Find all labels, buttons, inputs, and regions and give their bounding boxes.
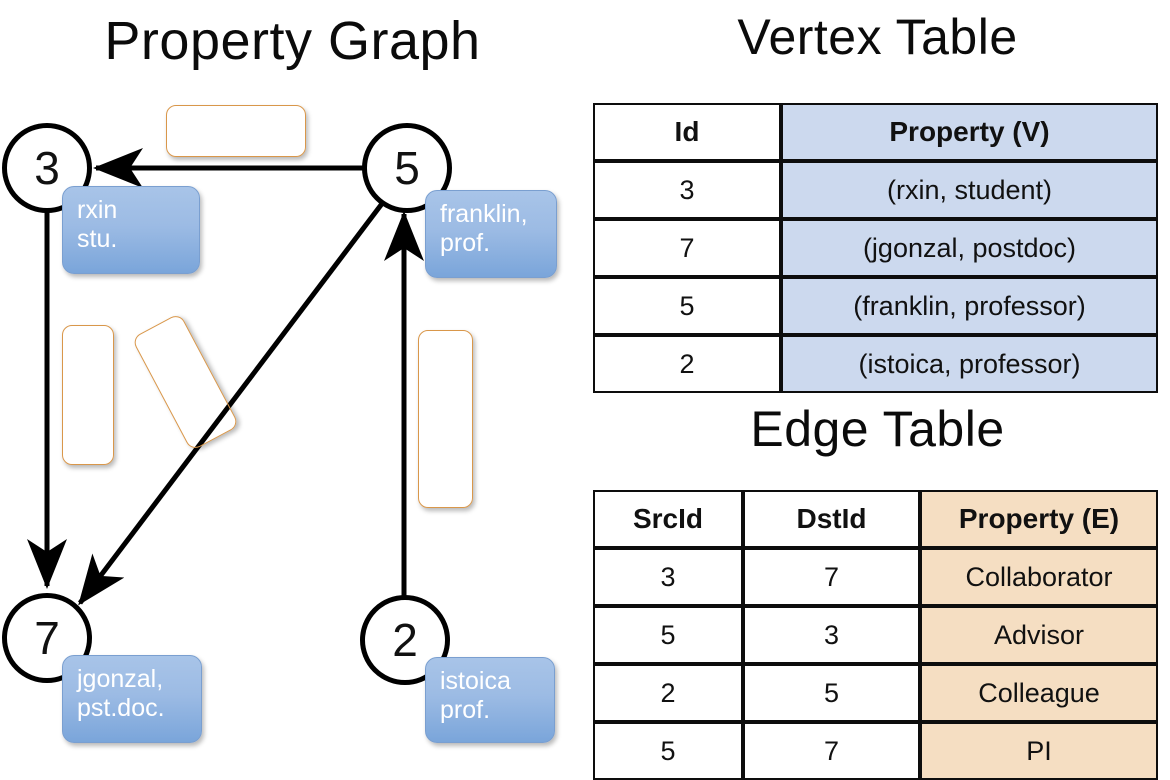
edge-row-3-dst: 7 — [743, 722, 920, 780]
table-row[interactable]: 5 7 PI — [593, 722, 1158, 780]
node-property-box-franklin[interactable]: franklin, prof. — [425, 190, 557, 278]
edge-row-2-property: Colleague — [920, 664, 1158, 722]
node-property-jgonzal-line2: pst.doc. — [77, 694, 165, 722]
graph-node-5[interactable]: 5 — [362, 123, 452, 213]
edge-table-header-row: SrcId DstId Property (E) — [593, 490, 1158, 548]
vertex-row-2-property: (franklin, professor) — [781, 277, 1158, 335]
vertex-row-2-id: 5 — [593, 277, 781, 335]
vertex-table-header-property: Property (V) — [781, 103, 1158, 161]
vertex-row-0-property: (rxin, student) — [781, 161, 1158, 219]
vertex-table-header-id: Id — [593, 103, 781, 161]
edge-label-advisor[interactable]: Advisor — [166, 105, 306, 157]
edge-label-collab[interactable]: Collab. — [62, 325, 114, 465]
edge-row-0-property: Collaborator — [920, 548, 1158, 606]
edge-row-2-src: 2 — [593, 664, 743, 722]
node-property-istoica-line2: prof. — [440, 696, 491, 724]
graph-node-7-label: 7 — [34, 612, 60, 664]
node-property-istoica-line1: istoica — [440, 667, 511, 695]
edge-table-header-dstid: DstId — [743, 490, 920, 548]
page-title-edge-table: Edge Table — [750, 401, 1005, 457]
edge-row-1-property: Advisor — [920, 606, 1158, 664]
edge-row-1-dst: 3 — [743, 606, 920, 664]
node-property-franklin-line2: prof. — [440, 229, 491, 257]
node-property-box-jgonzal[interactable]: jgonzal, pst.doc. — [62, 655, 202, 743]
edge-row-0-src: 3 — [593, 548, 743, 606]
node-property-franklin-line1: franklin, — [440, 200, 528, 228]
node-property-box-istoica[interactable]: istoica prof. — [425, 657, 555, 743]
property-graph-diagram: 3 5 7 2 rxin stu. franklin, prof. jgonza… — [0, 0, 585, 760]
edge-label-collab-text: Collab. — [73, 354, 104, 436]
edge-table: SrcId DstId Property (E) 3 7 Collaborato… — [593, 490, 1158, 780]
vertex-row-1-property: (jgonzal, postdoc) — [781, 219, 1158, 277]
edge-row-0-dst: 7 — [743, 548, 920, 606]
edge-row-3-property: PI — [920, 722, 1158, 780]
edge-label-colleague[interactable]: Colleague — [418, 330, 473, 508]
vertex-row-0-id: 3 — [593, 161, 781, 219]
table-row[interactable]: 2 5 Colleague — [593, 664, 1158, 722]
table-row[interactable]: 5 (franklin, professor) — [593, 277, 1158, 335]
table-row[interactable]: 3 7 Collaborator — [593, 548, 1158, 606]
table-row[interactable]: 3 (rxin, student) — [593, 161, 1158, 219]
edge-row-1-src: 5 — [593, 606, 743, 664]
edge-table-header-property: Property (E) — [920, 490, 1158, 548]
graph-node-5-label: 5 — [394, 142, 420, 194]
node-property-rxin-line1: rxin — [77, 196, 118, 224]
edge-row-3-src: 5 — [593, 722, 743, 780]
vertex-row-3-id: 2 — [593, 335, 781, 393]
page-title-property-graph: Property Graph — [104, 11, 481, 71]
vertex-row-3-property: (istoica, professor) — [781, 335, 1158, 393]
edge-label-pi-text: PI — [166, 363, 205, 400]
table-row[interactable]: 5 3 Advisor — [593, 606, 1158, 664]
table-row[interactable]: 2 (istoica, professor) — [593, 335, 1158, 393]
edge-label-colleague-text: Colleague — [431, 360, 461, 478]
vertex-row-1-id: 7 — [593, 219, 781, 277]
graph-node-3-label: 3 — [34, 142, 60, 194]
edge-row-2-dst: 5 — [743, 664, 920, 722]
edge-5-to-7 — [78, 199, 386, 606]
graph-node-2[interactable]: 2 — [360, 595, 450, 685]
table-row[interactable]: 7 (jgonzal, postdoc) — [593, 219, 1158, 277]
page-title-vertex-table: Vertex Table — [737, 9, 1018, 65]
edge-label-advisor-text: Advisor — [192, 115, 280, 146]
graph-node-2-label: 2 — [392, 614, 418, 666]
node-property-rxin-line2: stu. — [77, 225, 118, 253]
vertex-table-header-row: Id Property (V) — [593, 103, 1158, 161]
vertex-table: Id Property (V) 3 (rxin, student) 7 (jgo… — [593, 103, 1158, 393]
graph-edges-svg — [27, 148, 424, 606]
node-property-jgonzal-line1: jgonzal, — [77, 665, 164, 693]
node-property-box-rxin[interactable]: rxin stu. — [62, 186, 200, 274]
edge-table-header-srcid: SrcId — [593, 490, 743, 548]
